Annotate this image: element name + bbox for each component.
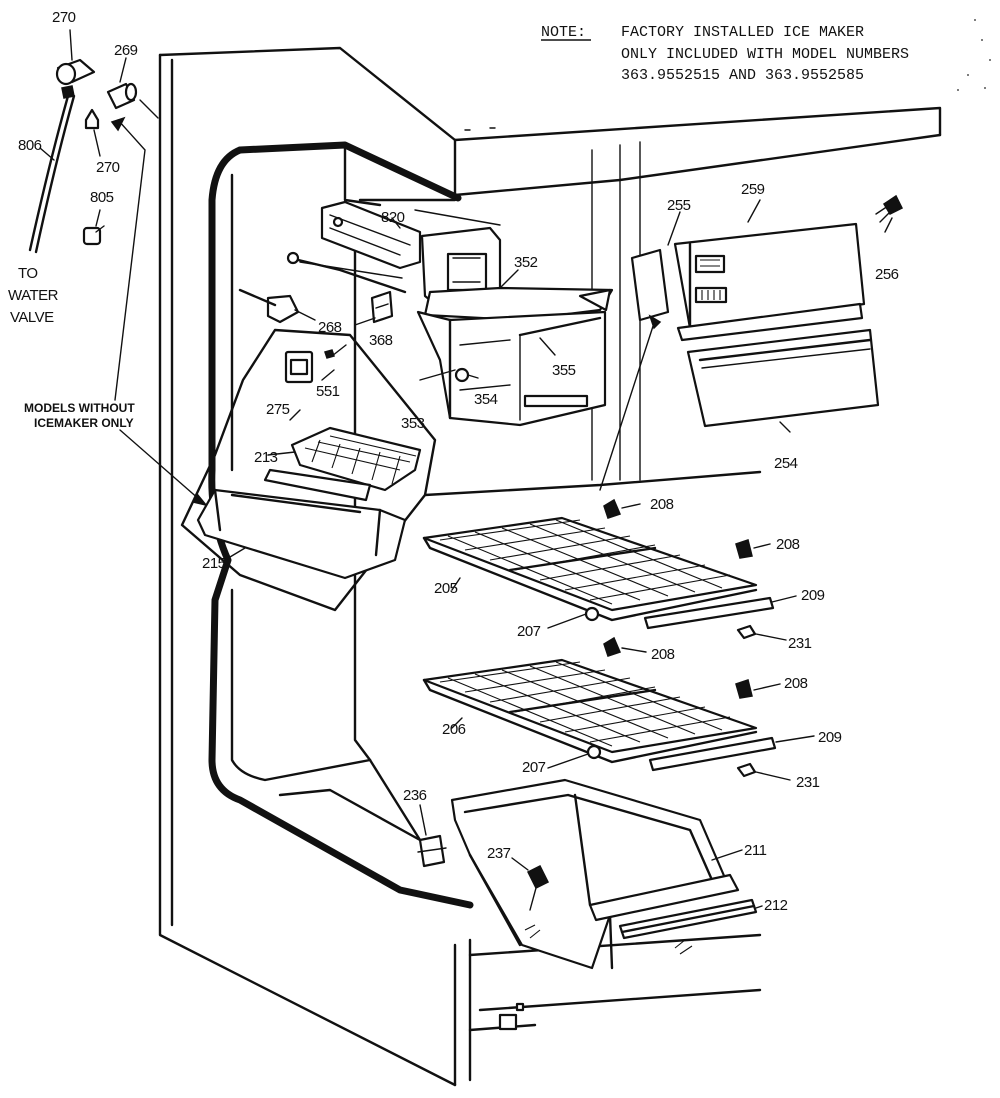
water-valve-label-2: WATER <box>8 287 59 304</box>
part-label-275: 275 <box>266 401 290 418</box>
water-valve-label-3: VALVE <box>10 309 54 326</box>
panel-parts <box>599 194 904 491</box>
part-label-368: 368 <box>369 332 393 349</box>
part-label-805: 805 <box>90 189 114 206</box>
part-label-353: 353 <box>401 415 425 432</box>
part-label-209-b: 209 <box>818 729 842 746</box>
lower-shelf <box>422 658 758 764</box>
part-number-labels: 270 269 806 270 805 820 352 268 368 355 … <box>18 9 899 914</box>
icemaker-assembly <box>286 200 614 427</box>
part-label-205: 205 <box>434 580 458 597</box>
part-label-231-a: 231 <box>788 635 812 652</box>
part-label-270-lower: 270 <box>96 159 120 176</box>
part-label-806: 806 <box>18 137 42 154</box>
upper-shelf <box>422 516 758 622</box>
note-heading: NOTE: <box>541 24 586 41</box>
water-valve-label-1: TO <box>18 265 38 282</box>
shelf-trims <box>643 596 777 772</box>
part-label-237: 237 <box>487 845 511 862</box>
part-label-236: 236 <box>403 787 427 804</box>
note-line-3: 363.9552515 AND 363.9552585 <box>621 67 864 84</box>
note-line-1: FACTORY INSTALLED ICE MAKER <box>621 24 864 41</box>
note-block: NOTE: FACTORY INSTALLED ICE MAKER ONLY I… <box>541 24 909 84</box>
part-label-207-b: 207 <box>522 759 546 776</box>
scan-noise <box>957 19 991 91</box>
part-label-256: 256 <box>875 266 899 283</box>
part-label-208-a: 208 <box>650 496 674 513</box>
part-label-820: 820 <box>381 209 405 226</box>
models-label-1: MODELS WITHOUT <box>24 401 135 415</box>
part-label-207-a: 207 <box>517 623 541 640</box>
callout-texts: TO WATER VALVE MODELS WITHOUT ICEMAKER O… <box>8 265 135 430</box>
part-label-211: 211 <box>744 842 767 859</box>
part-label-206: 206 <box>442 721 466 738</box>
part-label-255: 255 <box>667 197 691 214</box>
part-label-215: 215 <box>202 555 226 572</box>
part-label-269: 269 <box>114 42 138 59</box>
water-valve-assembly <box>28 29 159 254</box>
part-label-212: 212 <box>764 897 788 914</box>
models-label-2: ICEMAKER ONLY <box>34 416 134 430</box>
part-label-208-b: 208 <box>776 536 800 553</box>
part-label-231-b: 231 <box>796 774 820 791</box>
shelf-hardware <box>451 498 815 781</box>
crisper-drawer <box>417 778 763 970</box>
part-label-209-a: 209 <box>801 587 825 604</box>
cabinet-outline <box>158 46 942 1087</box>
shutoff-arm <box>238 288 316 324</box>
part-label-208-c: 208 <box>651 646 675 663</box>
part-label-355: 355 <box>552 362 576 379</box>
part-label-213: 213 <box>254 449 278 466</box>
part-label-270-top: 270 <box>52 9 76 26</box>
part-label-254: 254 <box>774 455 798 472</box>
part-label-259: 259 <box>741 181 765 198</box>
part-label-268: 268 <box>318 319 342 336</box>
part-label-352: 352 <box>514 254 538 271</box>
note-line-2: ONLY INCLUDED WITH MODEL NUMBERS <box>621 46 909 63</box>
part-label-354: 354 <box>474 391 498 408</box>
part-label-208-d: 208 <box>784 675 808 692</box>
inset-panel <box>180 328 437 612</box>
part-label-551: 551 <box>316 383 340 400</box>
